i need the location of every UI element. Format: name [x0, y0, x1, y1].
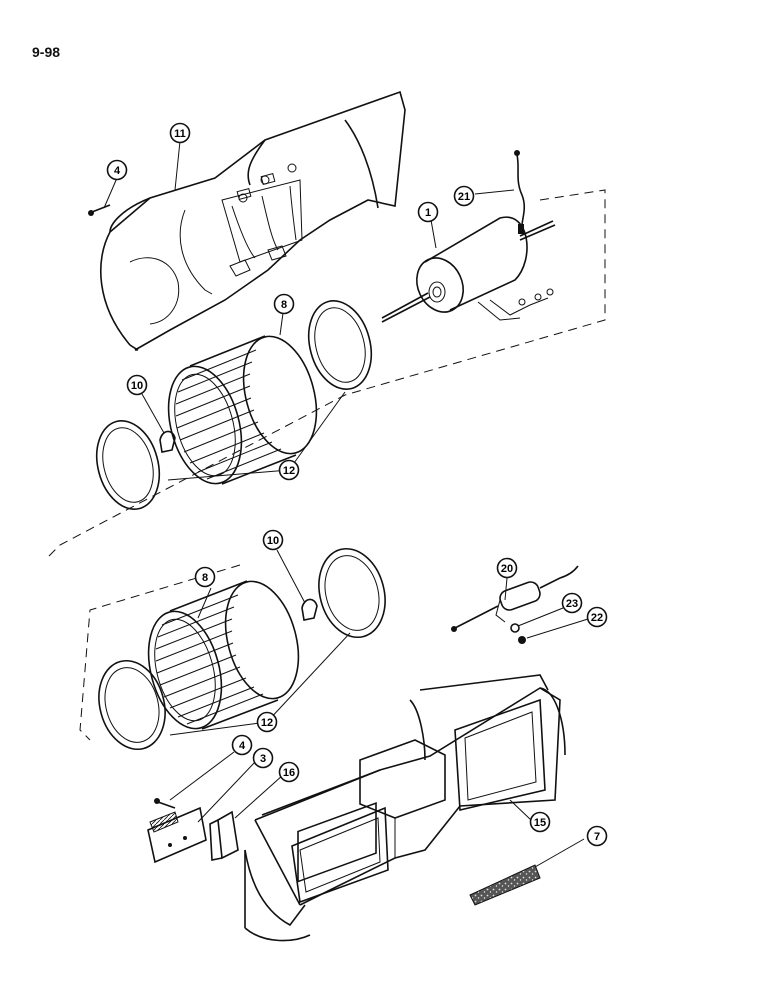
blower-housing-assembly [244, 674, 566, 942]
callout-circle [169, 122, 191, 144]
inlet-ring-bottom-right [318, 547, 386, 639]
callout-number: 22 [591, 612, 603, 624]
callout-number: 10 [267, 535, 279, 547]
callout-c11-top: 11 [169, 122, 191, 144]
inlet-ring-top-left [95, 420, 161, 510]
washer [510, 623, 520, 633]
callout-number: 10 [131, 380, 143, 392]
inlet-ring-top-right [307, 300, 373, 390]
leader-lines [103, 140, 589, 868]
callout-c1: 1 [417, 201, 439, 223]
blower-motor [381, 216, 556, 323]
blower-housing-half [100, 90, 406, 351]
callout-circle [586, 825, 608, 847]
callout-circle [453, 185, 475, 207]
callout-circle [278, 761, 300, 783]
callout-c21: 21 [453, 185, 475, 207]
callout-c4-top: 4 [106, 159, 128, 181]
callout-c8-top: 8 [273, 293, 295, 315]
callout-number: 12 [283, 465, 295, 477]
callout-circle [496, 557, 518, 579]
callout-c12-bottom: 12 [256, 711, 278, 733]
blower-wheel-top [167, 335, 318, 485]
inlet-ring-bottom-left [98, 659, 166, 751]
callout-c22: 22 [586, 606, 608, 628]
callout-c12-top: 12 [278, 459, 300, 481]
callout-circle [194, 566, 216, 588]
screw-bottom [154, 798, 176, 809]
motor-clamp-top [159, 430, 176, 453]
page-number: 9-98 [32, 44, 61, 60]
callout-c3: 3 [252, 747, 274, 769]
air-filter [469, 864, 541, 906]
callout-number: 4 [114, 165, 121, 177]
callout-number: 21 [458, 191, 470, 203]
callout-c10-bottom: 10 [262, 529, 284, 551]
callout-number: 23 [566, 598, 578, 610]
screw-capacitor [518, 636, 526, 644]
callout-c23: 23 [561, 592, 583, 614]
callout-c15: 15 [529, 811, 551, 833]
callout-number: 16 [283, 767, 295, 779]
blower-wheel-bottom [147, 580, 300, 730]
blower-resistor [147, 806, 207, 864]
callout-circle [417, 201, 439, 223]
callout-circle [106, 159, 128, 181]
callout-number: 11 [174, 128, 186, 140]
callout-circle [252, 747, 274, 769]
callout-c16: 16 [278, 761, 300, 783]
ground-wire [514, 150, 526, 234]
callout-circle [529, 811, 551, 833]
callout-number: 7 [594, 831, 600, 843]
callout-circle [262, 529, 284, 551]
callout-circle [561, 592, 583, 614]
callout-c10-top: 10 [126, 374, 148, 396]
callout-number: 12 [261, 717, 273, 729]
callout-number: 15 [534, 817, 546, 829]
resistor-bracket [209, 810, 239, 861]
callout-number: 8 [202, 572, 208, 584]
motor-clamp-bottom [301, 598, 318, 621]
callout-number: 3 [260, 753, 266, 765]
callout-number: 8 [281, 299, 287, 311]
capacitor-assembly [451, 565, 579, 632]
callout-number: 20 [501, 563, 513, 575]
callout-c8-bottom: 8 [194, 566, 216, 588]
callout-c7: 7 [586, 825, 608, 847]
callout-number: 4 [239, 740, 246, 752]
callout-circle [126, 374, 148, 396]
callout-circle [256, 711, 278, 733]
callout-number: 1 [425, 207, 431, 219]
callout-circle [273, 293, 295, 315]
callout-c4-bottom: 4 [231, 734, 253, 756]
callout-circle [278, 459, 300, 481]
assembly-outline-top [44, 189, 606, 561]
callout-layer: 11 4 21 1 8 10 12 10 8 20 23 22 12 4 3 16 15 7 [106, 122, 608, 847]
callout-circle [231, 734, 253, 756]
screw-top [88, 204, 111, 216]
callout-c20: 20 [496, 557, 518, 579]
assembly-outline-bottom [79, 564, 241, 741]
callout-circle [586, 606, 608, 628]
